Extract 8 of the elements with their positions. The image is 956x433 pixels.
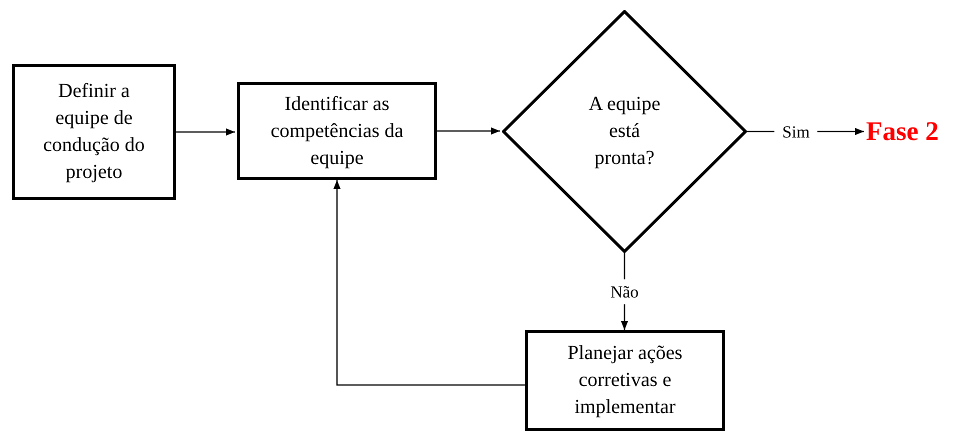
decision-text: A equipe está pronta? (588, 92, 662, 171)
arrow (437, 127, 500, 135)
arrow (333, 180, 525, 386)
arrow (176, 128, 235, 136)
outcome-text: Fase 2 (866, 114, 956, 148)
process-box: Definir a equipe de condução do projeto (12, 64, 176, 200)
process-box: Planejar ações corretivas e implementar (525, 330, 725, 431)
process-box: Identificar as competências da equipe (237, 82, 437, 180)
